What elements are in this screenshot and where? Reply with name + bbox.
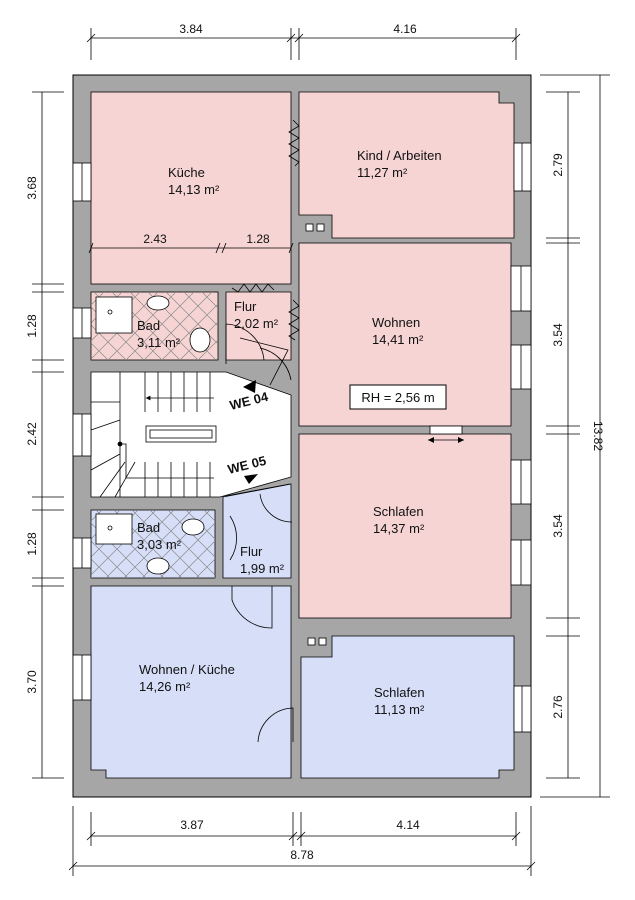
left-dim-1: 3.68: [25, 176, 39, 200]
left-dim-5: 3.70: [25, 670, 39, 694]
room-schlafen2: [300, 635, 515, 779]
wohnen1-name: Wohnen: [372, 315, 420, 330]
zigzag-flur-wohnen: [288, 299, 300, 341]
room-height-label: RH = 2,56 m: [361, 390, 434, 405]
right-dim-2: 3.54: [551, 323, 565, 347]
vent-symbol: [428, 425, 464, 443]
top-dim-2: 4.16: [393, 22, 417, 36]
flur1-name: Flur: [234, 299, 257, 314]
bottom-dimension-lines: [68, 806, 536, 876]
kueche-name: Küche: [168, 165, 205, 180]
left-dim-4: 1.28: [25, 532, 39, 556]
we05-arrow: [244, 474, 258, 484]
left-dimension-lines: [32, 91, 64, 779]
kitchen-dim-2: 1.28: [246, 232, 270, 246]
doors: [225, 323, 294, 743]
duct-symbols: [305, 223, 327, 646]
bottom-dim-2: 4.14: [396, 818, 420, 832]
schlafen2-area: 11,13 m²: [374, 702, 425, 717]
schlafen2-name: Schlafen: [374, 685, 425, 700]
top-dimension-lines: [86, 28, 521, 60]
room-kind: [298, 91, 515, 239]
left-dim-3: 2.42: [25, 422, 39, 446]
bad1-name: Bad: [137, 318, 160, 333]
zigzag-kueche-kind: [288, 119, 300, 167]
bath-fixtures: [95, 295, 211, 575]
kueche-area: 14,13 m²: [168, 182, 220, 197]
right-dim-1: 2.79: [551, 153, 565, 177]
total-height: 13.82: [591, 421, 605, 451]
flur1-area: 2,02 m²: [234, 316, 279, 331]
left-dim-2: 1.28: [25, 314, 39, 338]
windows-right: [510, 142, 532, 733]
right-dim-3: 3.54: [551, 514, 565, 538]
bad2-name: Bad: [137, 520, 160, 535]
stairs: [90, 372, 217, 498]
schlafen1-name: Schlafen: [373, 504, 424, 519]
flur2-area: 1,99 m²: [240, 561, 285, 576]
kind-name: Kind / Arbeiten: [357, 148, 442, 163]
right-dim-4: 2.76: [551, 695, 565, 719]
windows-left: [72, 162, 92, 701]
zigzag-kueche-flur: [231, 283, 275, 293]
we04-arrow: [243, 380, 256, 393]
kitchen-inner-dimension: [88, 242, 294, 254]
right-dimension-lines: [540, 74, 610, 798]
bottom-dim-1: 3.87: [180, 818, 204, 832]
room-height-box: [349, 384, 447, 410]
kitchen-dim-1: 2.43: [143, 232, 167, 246]
top-dim-1: 3.84: [179, 22, 203, 36]
room-wohnkueche: [90, 585, 292, 779]
flur2-name: Flur: [240, 544, 263, 559]
wohnkueche-name: Wohnen / Küche: [139, 662, 235, 677]
wohnkueche-area: 14,26 m²: [139, 679, 191, 694]
room-schlafen1: [298, 433, 512, 619]
bad2-area: 3,03 m²: [137, 537, 182, 552]
total-width: 8.78: [290, 848, 314, 862]
schlafen1-area: 14,37 m²: [373, 521, 425, 536]
bad1-area: 3,11 m²: [137, 335, 181, 350]
room-kueche: [90, 91, 292, 285]
kind-area: 11,27 m²: [357, 165, 408, 180]
wohnen1-area: 14,41 m²: [372, 332, 424, 347]
